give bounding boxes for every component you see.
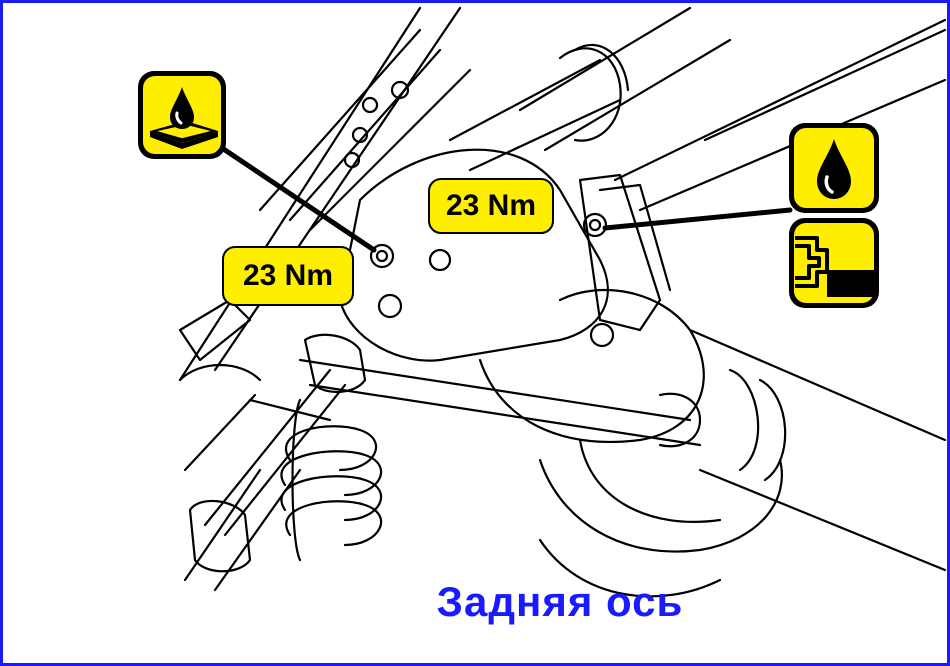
grease-application-icon [136,69,228,161]
torque-label-lower: 23 Nm [222,246,354,306]
diagram-caption: Задняя ось [436,578,684,625]
torque-label-upper: 23 Nm [428,178,554,234]
oil-drop-icon [787,121,881,215]
sealant-flange-icon [787,216,881,310]
